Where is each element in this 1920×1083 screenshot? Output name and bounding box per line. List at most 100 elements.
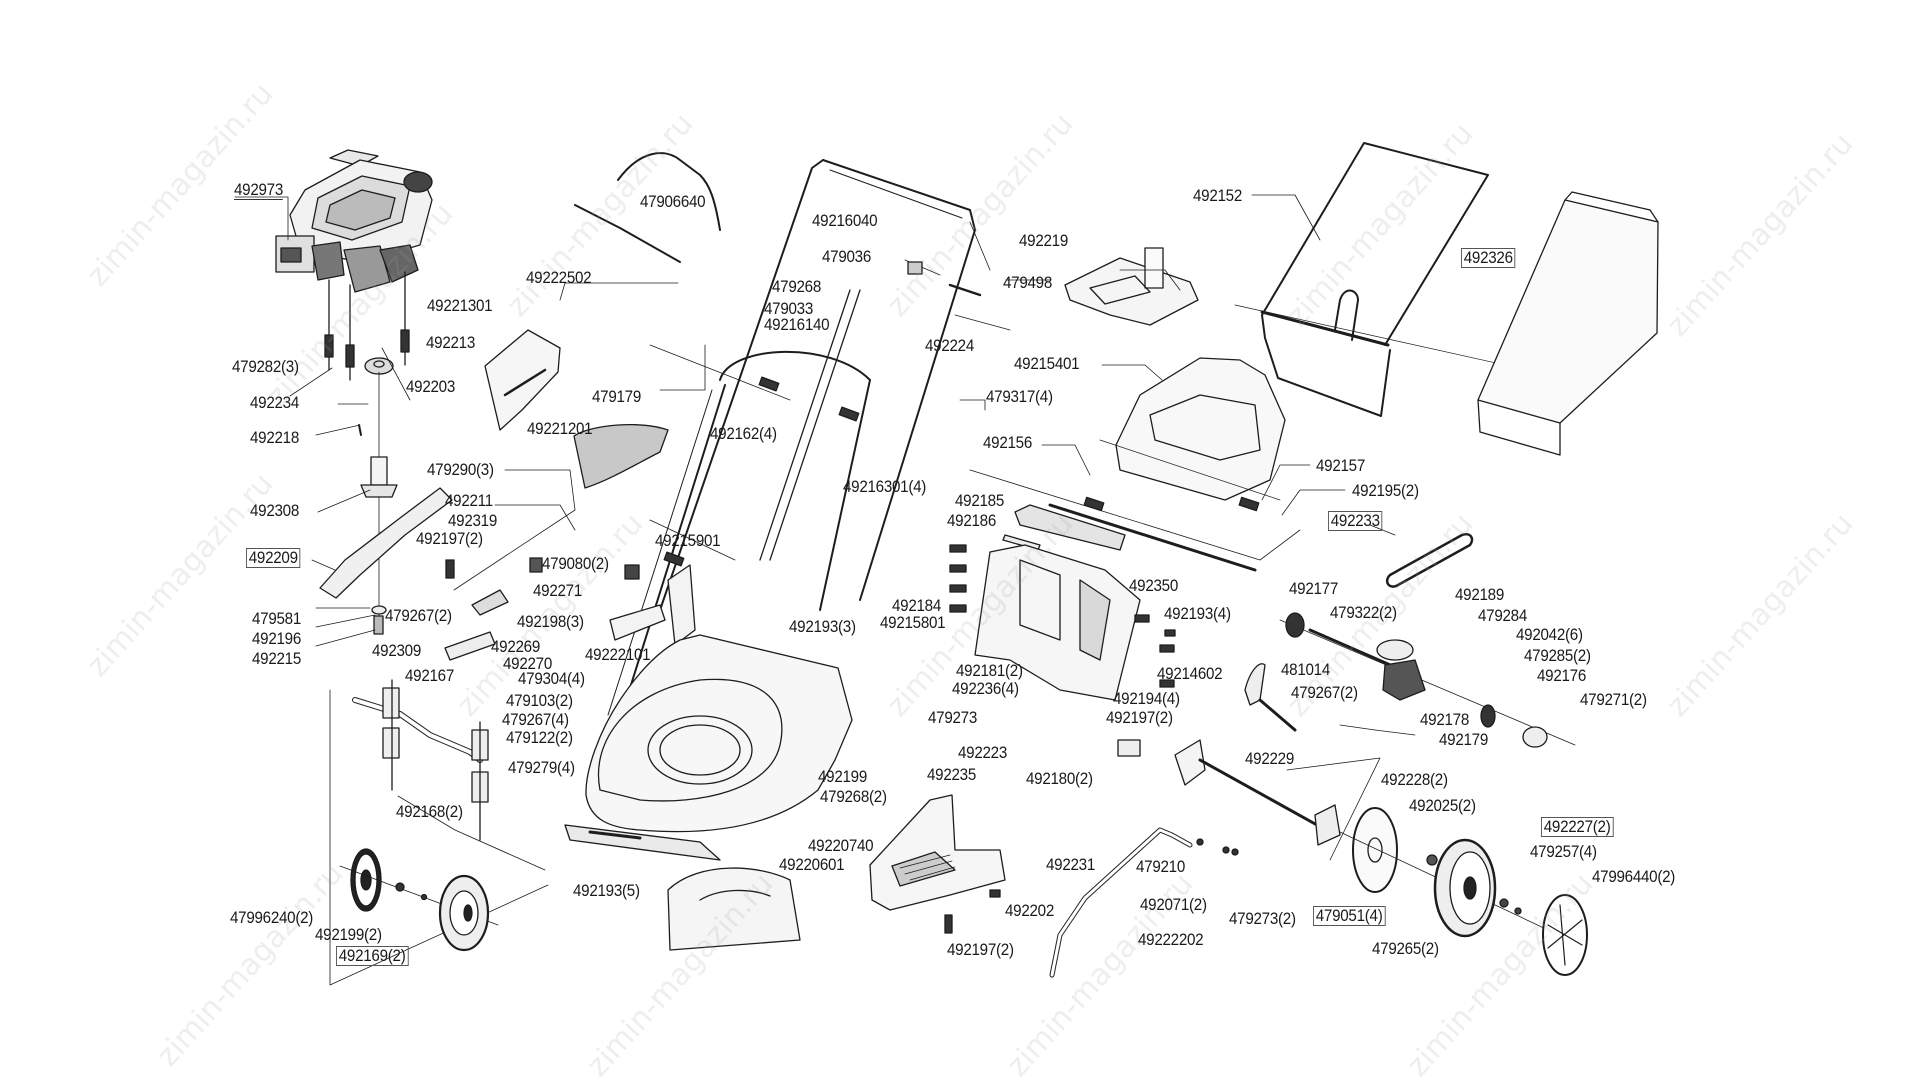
part-label-washer-492042[interactable]: 492042(6) [1516, 626, 1583, 644]
part-label-handle-bracket[interactable]: 49215901 [655, 532, 721, 550]
part-label-pin-479285[interactable]: 479285(2) [1524, 647, 1591, 665]
part-label-spring-492157[interactable]: 492157 [1316, 457, 1366, 475]
part-label-nut-479267-a[interactable]: 479267(2) [385, 607, 452, 625]
part-label-part-479122[interactable]: 479122(2) [506, 729, 573, 747]
part-label-bolt-492194[interactable]: 492194(4) [1113, 690, 1180, 708]
part-label-grass-bag-frame[interactable]: 492152 [1193, 187, 1243, 205]
part-label-bushing-492180[interactable]: 492180(2) [1026, 770, 1093, 788]
part-label-key-479284[interactable]: 479284 [1478, 607, 1528, 625]
part-label-screw-492236[interactable]: 492236(4) [952, 680, 1019, 698]
part-label-washer-479273-2[interactable]: 479273(2) [1229, 910, 1296, 928]
part-label-spacer[interactable]: 492234 [250, 394, 300, 412]
part-label-bearing-479051[interactable]: 479051(4) [1313, 906, 1386, 926]
part-label-screw-492197-b[interactable]: 492197(2) [1106, 709, 1173, 727]
part-label-bail-lever[interactable]: 47906640 [640, 193, 706, 211]
part-label-washer-479265[interactable]: 479265(2) [1372, 940, 1439, 958]
part-label-screw-492197-a[interactable]: 492197(2) [416, 530, 483, 548]
part-label-drive-belt[interactable]: 492233 [1328, 511, 1383, 531]
part-label-spring-492271[interactable]: 492271 [533, 582, 583, 600]
part-label-bolt-492193-5[interactable]: 492193(5) [573, 882, 640, 900]
part-label-bolt-492198[interactable]: 492198(3) [517, 613, 584, 631]
part-label-spring-492179[interactable]: 492179 [1439, 731, 1489, 749]
part-label-part-492202[interactable]: 492202 [1005, 902, 1055, 920]
part-label-height-lever[interactable]: 492319 [448, 512, 498, 530]
part-label-screw-479290[interactable]: 479290(3) [427, 461, 494, 479]
part-label-rear-cover[interactable]: 49215401 [1014, 355, 1080, 373]
part-label-bracket-492309[interactable]: 492309 [372, 642, 422, 660]
part-label-screw-479317[interactable]: 479317(4) [986, 388, 1053, 406]
part-label-front-axle[interactable]: 492167 [405, 667, 455, 685]
part-label-bolt-479279[interactable]: 479279(4) [508, 759, 575, 777]
part-label-rear-wheel[interactable]: 492227(2) [1541, 817, 1614, 837]
part-label-height-lever-rear[interactable]: 49214602 [1157, 665, 1223, 683]
part-label-rod-492350[interactable]: 492350 [1129, 577, 1179, 595]
part-label-rear-flap-492185[interactable]: 492185 [955, 492, 1005, 510]
part-label-engine-bolts[interactable]: 479282(3) [232, 358, 299, 376]
part-label-chute-support[interactable]: 492219 [1019, 232, 1069, 250]
part-label-engine[interactable]: 492973 [234, 181, 284, 200]
part-label-gearbox[interactable]: 492178 [1420, 711, 1470, 729]
part-label-blade-adapter[interactable]: 492308 [250, 502, 300, 520]
part-label-pulley-492189[interactable]: 492189 [1455, 586, 1505, 604]
part-label-screw-492197-c[interactable]: 492197(2) [947, 941, 1014, 959]
part-label-screw-479498[interactable]: 479498 [1003, 274, 1053, 292]
part-label-nut-479268[interactable]: 479268 [772, 278, 822, 296]
part-label-nut-492025[interactable]: 492025(2) [1409, 797, 1476, 815]
part-label-front-wheel[interactable]: 492169(2) [336, 946, 409, 966]
part-label-washer-479273[interactable]: 479273 [928, 709, 978, 727]
part-label-spring-492235[interactable]: 492235 [927, 766, 977, 784]
part-label-nut-479080[interactable]: 479080(2) [542, 555, 609, 573]
part-label-rear-hub-492228[interactable]: 492228(2) [1381, 771, 1448, 789]
part-label-rear-hubcap[interactable]: 47996440(2) [1592, 868, 1676, 886]
part-label-front-hubcap[interactable]: 47996240(2) [230, 909, 314, 927]
part-label-part-492270[interactable]: 492270 [503, 655, 553, 673]
part-label-bolt-492193-4[interactable]: 492193(4) [1164, 605, 1231, 623]
part-label-nut-479267-b[interactable]: 479267(4) [502, 711, 569, 729]
part-label-rear-housing-49215801[interactable]: 49215801 [880, 614, 946, 632]
part-label-knob-492162[interactable]: 492162(4) [710, 425, 777, 443]
part-label-screw-479103[interactable]: 479103(2) [506, 692, 573, 710]
part-label-part-492199[interactable]: 492199 [818, 768, 868, 786]
part-label-nut-492195[interactable]: 492195(2) [1352, 482, 1419, 500]
part-label-engine-stud[interactable]: 492213 [426, 334, 476, 352]
part-label-front-nut[interactable]: 492199(2) [315, 926, 382, 944]
part-label-nut-479267-c[interactable]: 479267(2) [1291, 684, 1358, 702]
part-label-gear-492177[interactable]: 492177 [1289, 580, 1339, 598]
part-label-cable-479033[interactable]: 479033 [764, 300, 814, 318]
part-label-plate-492181[interactable]: 492181(2) [956, 662, 1023, 680]
part-label-side-flap-cover[interactable]: 49221201 [527, 420, 593, 438]
part-label-washer[interactable]: 479581 [252, 610, 302, 628]
part-label-clip-479271[interactable]: 479271(2) [1580, 691, 1647, 709]
part-label-deflector-49222101[interactable]: 49222101 [585, 646, 651, 664]
part-label-pin[interactable]: 492203 [406, 378, 456, 396]
part-label-nut-479268-2[interactable]: 479268(2) [820, 788, 887, 806]
part-label-grass-bag[interactable]: 492326 [1461, 248, 1516, 268]
part-label-spring-492156[interactable]: 492156 [983, 434, 1033, 452]
part-label-lower-handle[interactable]: 49216140 [764, 316, 830, 334]
part-label-blade-bolt[interactable]: 492215 [252, 650, 302, 668]
part-label-nut-479257[interactable]: 479257(4) [1530, 843, 1597, 861]
part-label-cable-492224[interactable]: 492224 [925, 337, 975, 355]
part-label-upper-handle[interactable]: 49216040 [812, 212, 878, 230]
part-label-spring-washer[interactable]: 492196 [252, 630, 302, 648]
part-label-washer-492071[interactable]: 492071(2) [1140, 896, 1207, 914]
part-label-screw-481014[interactable]: 481014 [1281, 661, 1331, 679]
part-label-rear-axle[interactable]: 492229 [1245, 750, 1295, 768]
part-label-part-479210[interactable]: 479210 [1136, 858, 1186, 876]
part-label-wheel-bracket[interactable]: 492168(2) [396, 803, 463, 821]
part-label-side-flap[interactable]: 49221301 [427, 297, 493, 315]
part-label-deck-cover[interactable]: 49220601 [779, 856, 845, 874]
part-label-lower-handle-lever[interactable]: 49222502 [526, 269, 592, 287]
part-label-pin-479322[interactable]: 479322(2) [1330, 604, 1397, 622]
part-label-clip-479036[interactable]: 479036 [822, 248, 872, 266]
part-label-rod-492211[interactable]: 492211 [445, 492, 493, 510]
part-label-mulch-plug[interactable]: 492231 [1046, 856, 1096, 874]
part-label-blade[interactable]: 492209 [246, 548, 301, 568]
part-label-clamp-49216301[interactable]: 49216301(4) [843, 478, 927, 496]
part-label-key[interactable]: 492218 [250, 429, 300, 447]
part-label-bolt-492193-3[interactable]: 492193(3) [789, 618, 856, 636]
part-label-mower-deck[interactable]: 49220740 [808, 837, 874, 855]
part-label-rear-flap-492186[interactable]: 492186 [947, 512, 997, 530]
part-label-part-479179[interactable]: 479179 [592, 388, 642, 406]
part-label-rear-rod[interactable]: 49222202 [1138, 931, 1204, 949]
